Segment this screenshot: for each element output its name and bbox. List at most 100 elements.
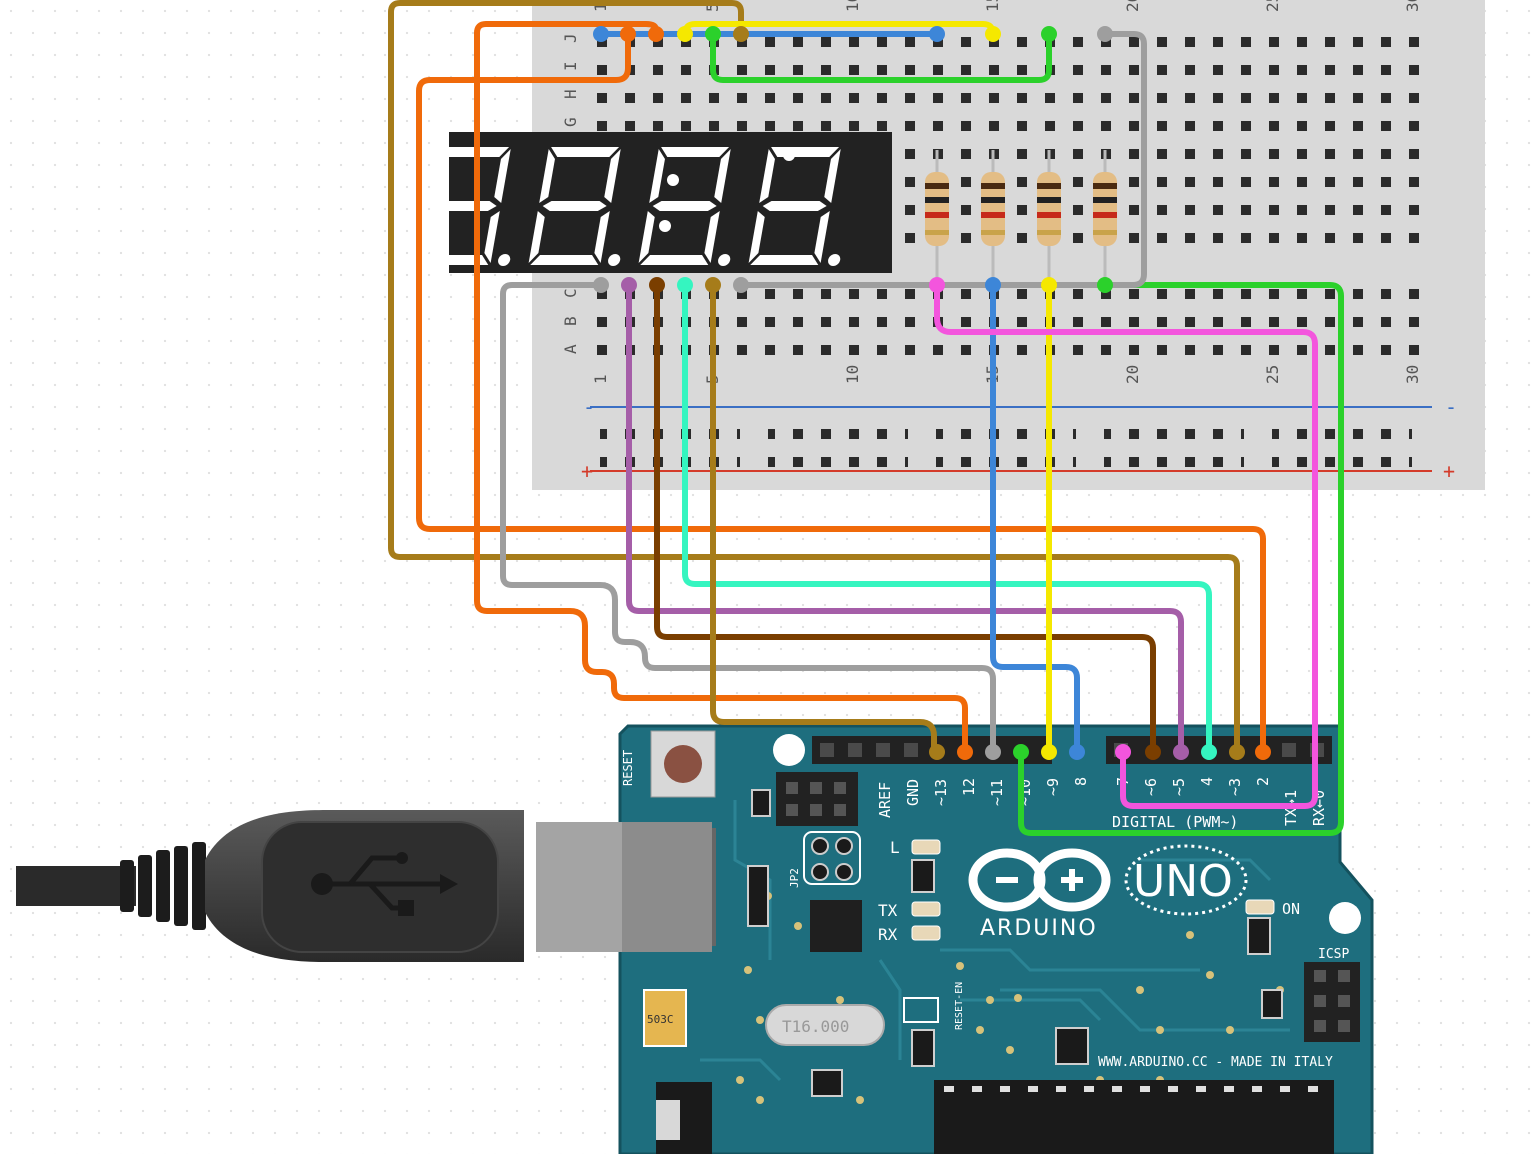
segment-e [638,211,655,263]
mounting-hole-top [773,734,805,766]
wire-blue-res [990,282,1080,755]
terminal-strip-top-extra [894,132,1426,244]
segment-d [750,255,819,265]
reset-en-label: RESET-EN [954,982,965,1030]
led-rx-label: RX [878,925,898,944]
col-label-top-30: 30 [1403,0,1422,12]
jp2-label: JP2 [788,868,801,888]
pin-label-3: ~3 [1226,778,1244,796]
wire-brown [654,282,1156,755]
wire-purple [626,282,1184,755]
reset-label: RESET [621,750,635,786]
pin-label-gnd: GND [904,779,922,806]
segment-f [759,149,775,203]
segment-f [429,149,445,203]
segment-g [652,201,717,211]
terminal-strip-top [586,20,1426,132]
row-label-i: I [561,61,580,71]
led-l-label: L [890,838,900,857]
segment-a [771,147,840,157]
segment-g [432,201,497,211]
digit-4 [748,147,841,266]
pin-label-8: 8 [1072,777,1090,786]
segment-c [704,211,720,263]
capacitor-label: 503C [647,1013,674,1026]
pin-label-12: 12 [960,778,978,796]
row-label-a: A [561,344,580,354]
segment-e [418,211,435,263]
segment-b [604,149,621,203]
uno-label: UNO [1133,856,1233,907]
power-on-label: ON [1282,900,1300,918]
seven-segment-display [418,132,892,273]
col-label-20: 20 [1123,365,1142,384]
rail-plus-label-left: + [581,459,593,483]
icsp-header-top [776,772,858,826]
crystal-label: T16.000 [782,1017,849,1036]
segment-b [714,149,731,203]
segment-e [528,211,545,263]
segment-c [814,211,830,263]
col-label-top-15: 15 [983,0,1002,12]
wire-gray-top [738,31,1147,288]
wire-green-top [710,31,1052,83]
pin-label-4: 4 [1198,777,1216,786]
row-label-b: B [561,316,580,326]
wire-gray-digit4 [500,282,996,755]
colon [659,174,679,232]
segment-d [530,255,599,265]
col-label-top-10: 10 [843,0,862,12]
usb-chip [810,900,862,952]
segment-c [594,211,610,263]
status-leds [911,839,1275,941]
col-label-top-25: 25 [1263,0,1282,12]
degree-dot [783,149,795,161]
col-label-10: 10 [843,365,862,384]
decimal-point [718,254,731,266]
rail-plus-label-right: + [1443,459,1455,483]
usb-icon [311,852,458,916]
power-rail-holes [600,412,1412,468]
row-label-c: C [561,288,580,298]
segment-g [762,201,827,211]
segment-f [649,149,665,203]
decimal-point [498,254,511,266]
reset-en-jumper [903,997,939,1023]
wire-cyan [682,282,1212,755]
digital-pwm-label: DIGITAL (PWM~) [1112,813,1238,831]
rail-minus-label-left: - [583,395,595,419]
col-label-top-20: 20 [1123,0,1142,12]
rail-minus-label-right: - [1445,395,1457,419]
pin-label-13: ~13 [932,779,950,806]
decimal-point [608,254,621,266]
arduino-brand: ARDUINO [980,916,1098,941]
col-label-top-5: 5 [703,2,722,12]
crystal-oscillator: T16.000 [765,1004,885,1046]
arduino-uno-board: RESET AREF GND ~13 12 ~11 ~10 ~9 8 7 ~6 … [618,724,1374,1154]
row-label-g: G [561,117,580,127]
atmega-chip [934,1080,1334,1154]
segment-a [661,147,730,157]
row-label-h: H [561,89,580,99]
digit-2 [528,147,621,266]
col-label-1: 1 [591,374,610,384]
wire-orange-b [474,21,968,755]
mounting-hole-right [1329,902,1361,934]
resistor-2 [981,150,1005,285]
uno-badge: UNO [1124,844,1248,916]
segment-a [551,147,620,157]
reset-button[interactable] [650,730,716,798]
pin-label-5: ~5 [1170,778,1188,796]
led-tx-label: TX [878,901,898,920]
usb-cable [16,810,716,962]
col-label-top-1: 1 [591,2,610,12]
pin-label-2: 2 [1254,777,1272,786]
wire-orange-a [416,31,1266,755]
pin-label-6: ~6 [1142,778,1160,796]
pin-label-9: ~9 [1044,778,1062,796]
smd-component [751,789,771,817]
segment-c [484,211,500,263]
wire-gold-b [710,282,937,755]
resistor-4 [1093,150,1117,285]
